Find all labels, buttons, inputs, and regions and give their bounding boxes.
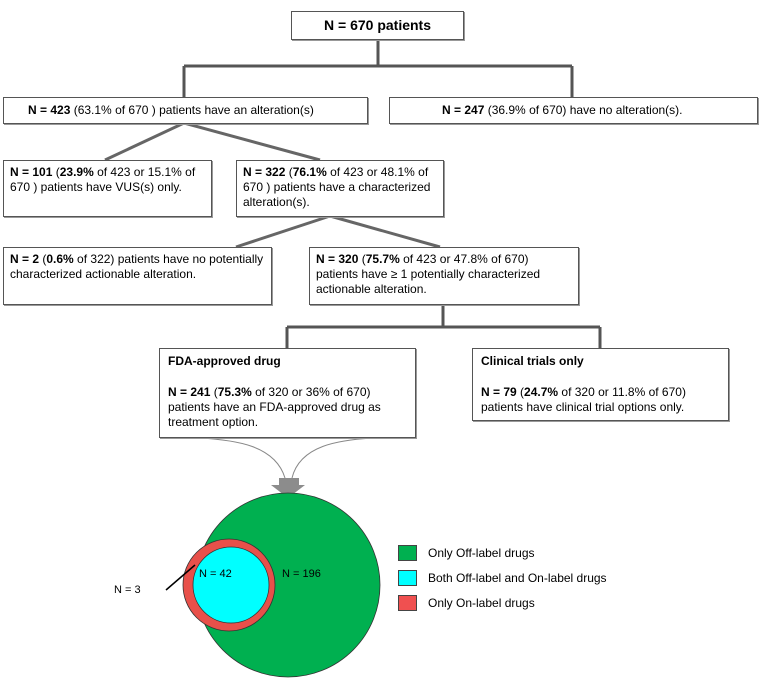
alteration-n: N = 423 [28, 103, 71, 117]
legend-swatch-on-label [398, 595, 417, 611]
no-actionable-n: N = 2 [10, 252, 40, 266]
actionable-n: N = 320 [316, 252, 359, 266]
connector-fda-curve-left [199, 437, 286, 479]
actionable-pct: 75.7% [365, 252, 400, 266]
fda-heading: FDA-approved drug [168, 354, 281, 368]
trials-pct: 24.7% [524, 385, 559, 399]
characterized-pct: 76.1% [292, 165, 327, 179]
connector-alteration [104, 121, 321, 162]
vus-n: N = 101 [10, 165, 53, 179]
vus-box: N = 101 (23.9% of 423 or 15.1% of 670 ) … [3, 160, 212, 217]
no-actionable-text: of 322) patients have no potentially cha… [10, 252, 264, 281]
trials-n: N = 79 [481, 385, 517, 399]
vus-text: of 423 or 15.1% of 670 ) patients have V… [10, 165, 196, 194]
down-arrow-icon [271, 478, 305, 498]
actionable-box: N = 320 (75.7% of 423 or 47.8% of 670) p… [309, 247, 579, 305]
trials-box: Clinical trials only N = 79 (24.7% of 32… [472, 348, 729, 421]
no-alteration-n: N = 247 [442, 103, 485, 117]
connector-characterized [235, 214, 441, 249]
actionable-text: of 423 or 47.8% of 670) patients have ≥ … [316, 252, 541, 296]
no-actionable-box: N = 2 (0.6% of 322) patients have no pot… [3, 247, 272, 305]
legend-label-both: Both Off-label and On-label drugs [428, 571, 607, 585]
venn-both-count: N = 42 [199, 568, 232, 580]
root-label: N = 670 patients [324, 17, 431, 33]
connector-root [182, 40, 574, 97]
connector-actionable [285, 305, 602, 348]
characterized-box: N = 322 (76.1% of 423 or 48.1% of 670 ) … [236, 160, 444, 217]
legend-label-off-label: Only Off-label drugs [428, 546, 535, 560]
venn-on-label-count: N = 3 [114, 584, 141, 596]
venn-both-circle [192, 546, 270, 624]
no-alteration-text: (36.9% of 670) have no alteration(s). [484, 103, 683, 117]
no-actionable-pct: 0.6% [46, 252, 74, 266]
trials-text: of 320 or 11.8% of 670) patients have cl… [481, 385, 686, 414]
characterized-text: of 423 or 48.1% of 670 ) patients have a… [243, 165, 431, 209]
venn-on-label-pointer [165, 564, 196, 591]
legend-swatch-both [398, 570, 417, 586]
legend-swatch-off-label [398, 545, 417, 561]
fda-n: N = 241 [168, 385, 211, 399]
fda-text: of 320 or 36% of 670) patients have an F… [168, 385, 381, 429]
root-box: N = 670 patients [291, 11, 464, 40]
characterized-n: N = 322 [243, 165, 286, 179]
trials-heading: Clinical trials only [481, 354, 584, 368]
alteration-box: N = 423 (63.1% of 670 ) patients have an… [3, 97, 368, 124]
alteration-text: (63.1% of 670 ) patients have an alterat… [70, 103, 314, 117]
no-alteration-box: N = 247 (36.9% of 670) have no alteratio… [389, 97, 758, 124]
connector-fda-curve-right [291, 437, 373, 479]
vus-pct: 23.9% [59, 165, 94, 179]
venn-off-label-count: N = 196 [282, 568, 321, 580]
legend-label-on-label: Only On-label drugs [428, 596, 535, 610]
fda-pct: 75.3% [217, 385, 252, 399]
fda-box: FDA-approved drug N = 241 (75.3% of 320 … [159, 348, 416, 438]
